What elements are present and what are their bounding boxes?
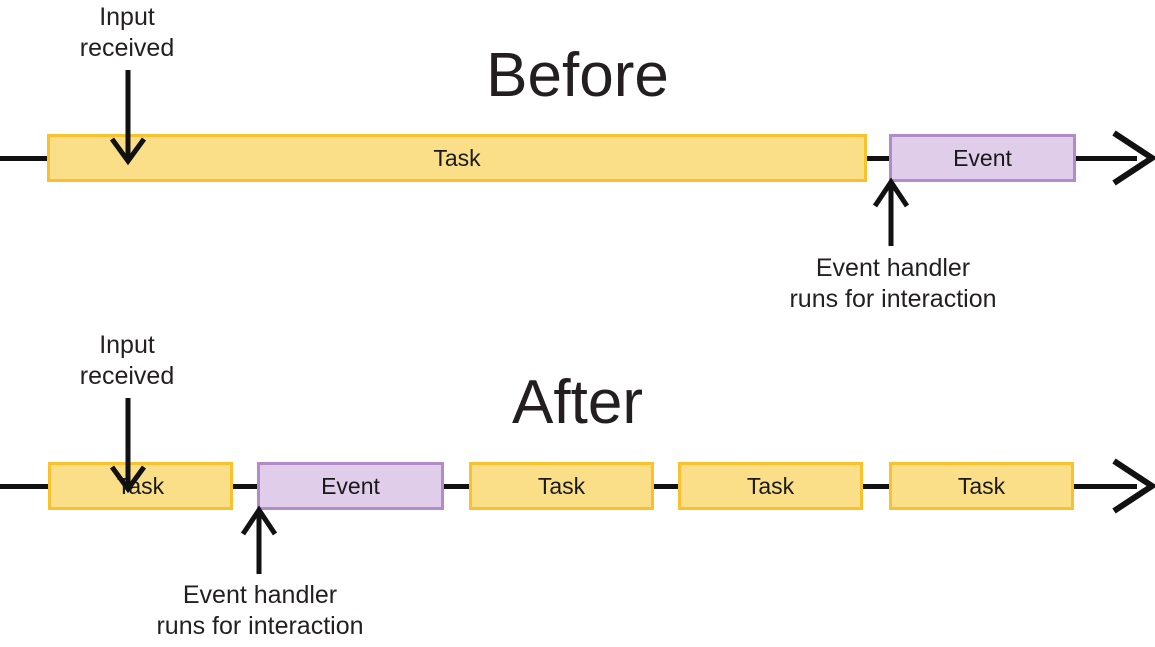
arrow-down-input-received-after bbox=[109, 398, 147, 494]
timeline-arrowhead-after bbox=[1112, 458, 1155, 514]
block-label: Event bbox=[321, 472, 380, 499]
timeline-arrowhead-before bbox=[1112, 130, 1155, 186]
block-label: Task bbox=[537, 472, 586, 499]
block-label: Task bbox=[433, 144, 481, 171]
block-label: Task bbox=[957, 472, 1006, 499]
annotation-line-1: Event handler bbox=[182, 581, 338, 609]
arrow-up-event-handler-after bbox=[240, 505, 278, 574]
block-event-after-1[interactable]: Event bbox=[257, 462, 444, 510]
timeline-track-after-gap-1 bbox=[229, 484, 261, 489]
annotation-line-1: Input bbox=[99, 3, 155, 31]
block-event-before-1[interactable]: Event bbox=[889, 134, 1076, 182]
annotation-input-received-after: Input received bbox=[27, 330, 227, 391]
block-label: Event bbox=[953, 144, 1012, 171]
annotation-line-2: runs for interaction bbox=[156, 611, 364, 640]
block-task-after-2[interactable]: Task bbox=[469, 462, 654, 510]
page-title-before: Before bbox=[486, 41, 669, 110]
timeline-track-after-gap-3 bbox=[650, 484, 682, 489]
annotation-event-handler-before: Event handler runs for interaction bbox=[743, 253, 1043, 314]
annotation-line-2: received bbox=[79, 361, 175, 390]
annotation-event-handler-after: Event handler runs for interaction bbox=[110, 580, 410, 641]
block-label: Task bbox=[746, 472, 795, 499]
timeline-track-before-start bbox=[0, 156, 50, 161]
timeline-track-before-end bbox=[1071, 156, 1137, 161]
block-task-after-3[interactable]: Task bbox=[678, 462, 863, 510]
annotation-line-1: Event handler bbox=[815, 254, 971, 282]
arrow-up-event-handler-before bbox=[872, 177, 910, 246]
timeline-track-after-gap-2 bbox=[440, 484, 473, 489]
annotation-line-2: received bbox=[79, 33, 175, 62]
annotation-input-received-before: Input received bbox=[27, 2, 227, 63]
annotation-line-2: runs for interaction bbox=[789, 284, 997, 313]
block-task-after-4[interactable]: Task bbox=[889, 462, 1074, 510]
annotation-line-1: Input bbox=[99, 331, 155, 359]
block-task-before-1[interactable]: Task bbox=[47, 134, 867, 182]
timeline-track-after-end bbox=[1070, 484, 1137, 489]
page-title-after: After bbox=[512, 368, 643, 437]
arrow-down-input-received-before bbox=[109, 70, 147, 166]
timeline-track-before-gap bbox=[862, 156, 894, 161]
timeline-track-after-gap-4 bbox=[859, 484, 893, 489]
timeline-track-after-start bbox=[0, 484, 51, 489]
